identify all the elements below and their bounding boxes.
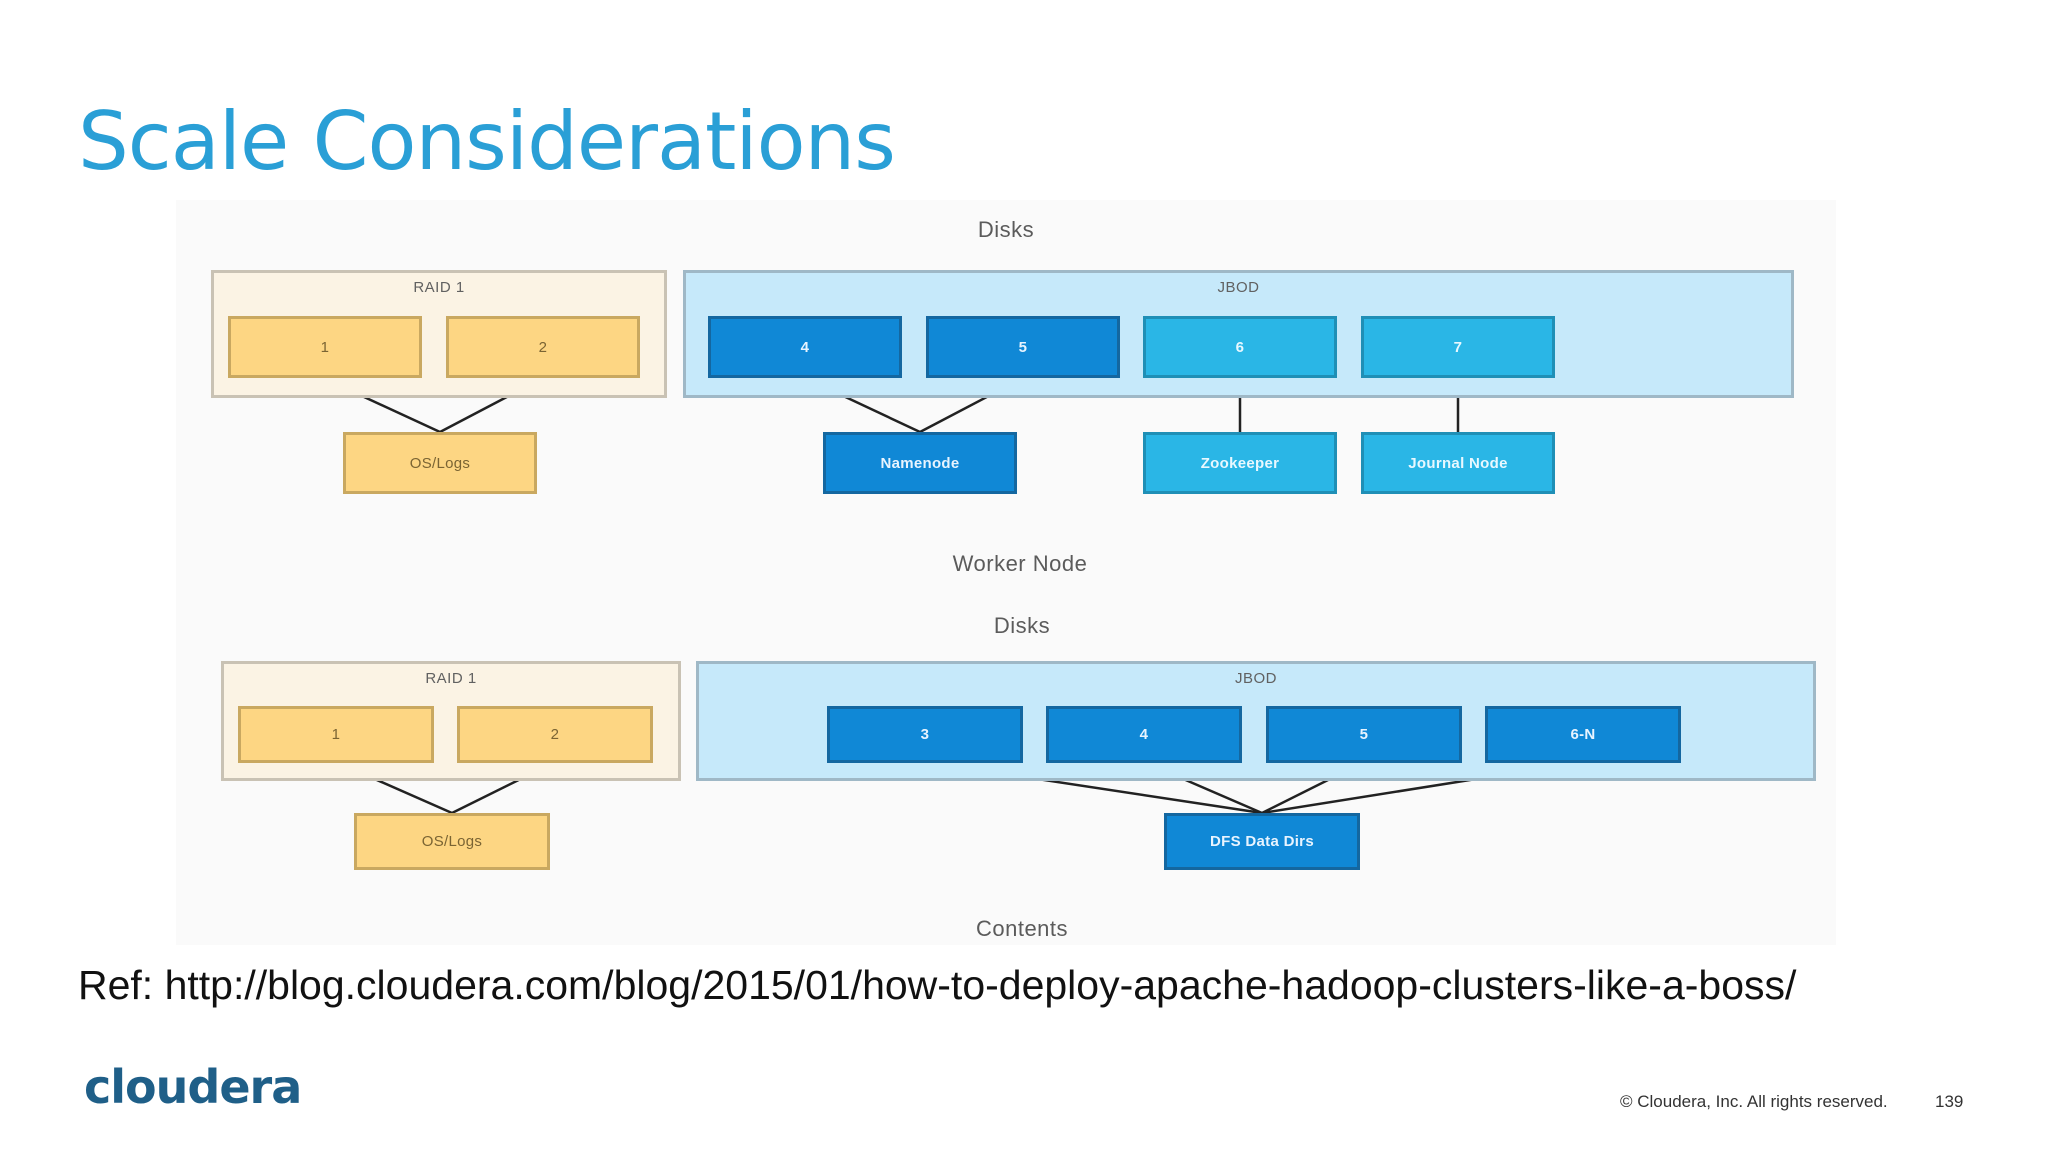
raid1-label: RAID 1 [413, 279, 465, 296]
disk-box: 2 [457, 706, 653, 763]
disk-box: 1 [238, 706, 434, 763]
content-box-zookeeper: Zookeeper [1143, 432, 1337, 494]
content-box-namenode: Namenode [823, 432, 1017, 494]
disk-box: 4 [1046, 706, 1242, 763]
caption-contents: Contents [975, 916, 1069, 941]
reference-link[interactable]: Ref: http://blog.cloudera.com/blog/2015/… [78, 962, 1797, 1008]
disk-box: 6-N [1485, 706, 1681, 763]
disk-box: 7 [1361, 316, 1555, 378]
content-box-os-logs: OS/Logs [354, 813, 550, 870]
page-number: 139 [1935, 1092, 1964, 1111]
raid1-label: RAID 1 [425, 670, 477, 687]
caption-worker-node: Worker Node [952, 551, 1088, 576]
section-label-disks-top: Disks [977, 217, 1035, 242]
jbod-label: JBOD [1234, 670, 1277, 687]
disk-box: 3 [827, 706, 1023, 763]
jbod-label: JBOD [1217, 279, 1260, 296]
disk-box: 2 [446, 316, 640, 378]
disk-box: 5 [926, 316, 1120, 378]
section-label-disks-bottom: Disks [993, 613, 1051, 638]
copyright-notice: © Cloudera, Inc. All rights reserved. [1620, 1092, 1888, 1111]
content-box-journal-node: Journal Node [1361, 432, 1555, 494]
disk-box: 6 [1143, 316, 1337, 378]
disk-box: 4 [708, 316, 902, 378]
cloudera-logo: cloudera [84, 1060, 302, 1114]
disk-box: 1 [228, 316, 422, 378]
disk-box: 5 [1266, 706, 1462, 763]
slide-title: Scale Considerations [78, 95, 896, 188]
content-box-os-logs: OS/Logs [343, 432, 537, 494]
content-box-dfs-data-dirs: DFS Data Dirs [1164, 813, 1360, 870]
